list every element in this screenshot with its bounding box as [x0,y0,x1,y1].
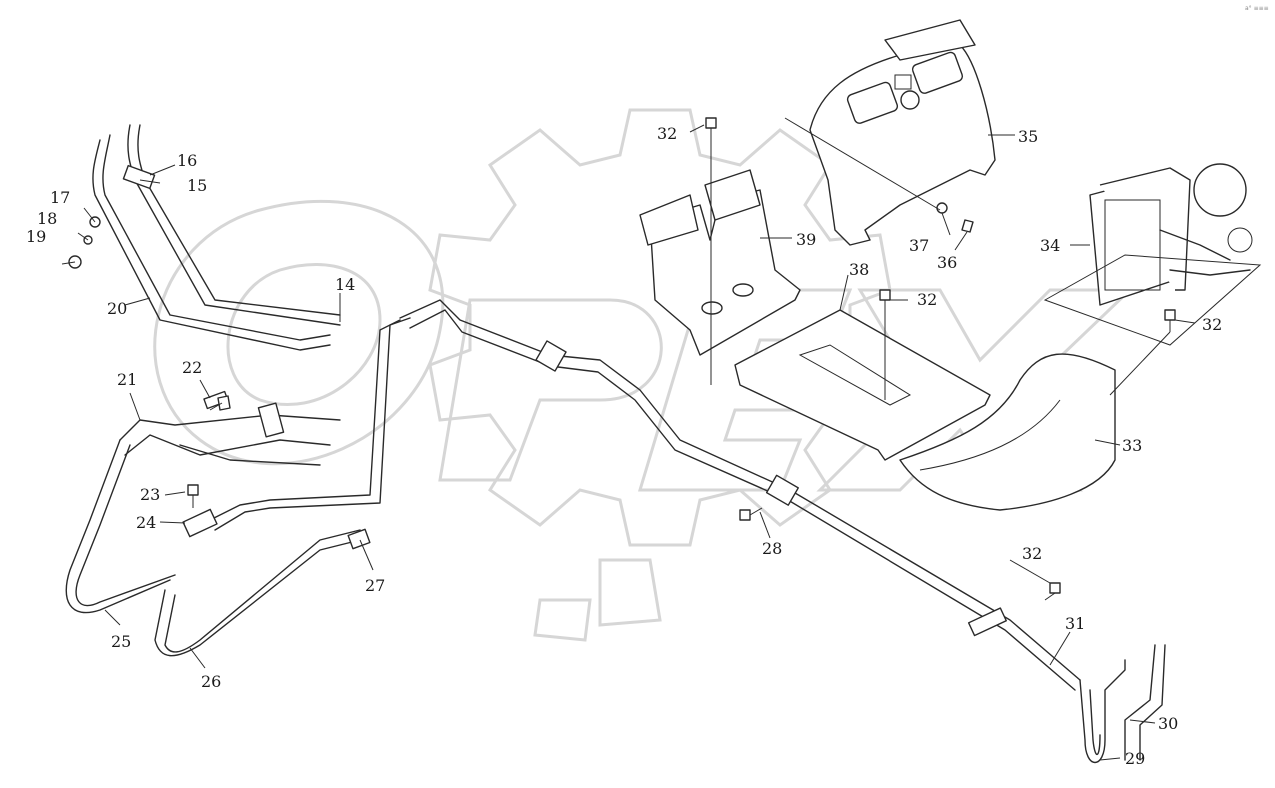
callout-34: 34 [1040,236,1060,255]
callout-32c: 32 [1202,315,1222,334]
duct-panel-35 [809,19,996,246]
callout-29: 29 [1125,749,1145,768]
callout-32d: 32 [1022,544,1042,563]
callout-19: 19 [26,227,46,246]
callout-22: 22 [182,358,202,377]
leader-lines [61,117,1196,761]
callout-25: 25 [111,632,131,651]
callout-labels: 14 15 16 17 18 19 20 21 22 23 24 25 26 2… [26,124,1222,768]
callout-16: 16 [177,151,197,170]
callout-30: 30 [1158,714,1178,733]
watermark-logo [153,108,1134,642]
corner-mark: a° ≡≡≡ [1245,5,1269,12]
bolts [187,117,1176,601]
lower-left-pipes [65,317,411,657]
callout-37: 37 [909,236,929,255]
callout-20: 20 [107,299,127,318]
callout-23: 23 [140,485,160,504]
callout-26: 26 [201,672,221,691]
callout-24: 24 [136,513,156,532]
callout-33: 33 [1122,436,1142,455]
pipes-29-30 [1079,644,1166,763]
callout-31: 31 [1065,614,1085,633]
callout-17: 17 [50,188,70,207]
callout-27: 27 [365,576,385,595]
callout-21: 21 [117,370,137,389]
main-pipe-31 [399,299,1081,691]
callout-15: 15 [187,176,207,195]
callout-35: 35 [1018,127,1038,146]
callout-28: 28 [762,539,782,558]
callout-36: 36 [937,253,957,272]
callout-18: 18 [37,209,57,228]
callout-39: 39 [796,230,816,249]
heater-unit-34 [1043,163,1262,346]
callout-38: 38 [849,260,869,279]
floor-duct-39 [639,169,801,356]
callout-32a: 32 [657,124,677,143]
rear-duct-33 [899,353,1116,511]
center-cover-38 [734,309,991,461]
callout-14: 14 [335,275,355,294]
callout-32b: 32 [917,290,937,309]
